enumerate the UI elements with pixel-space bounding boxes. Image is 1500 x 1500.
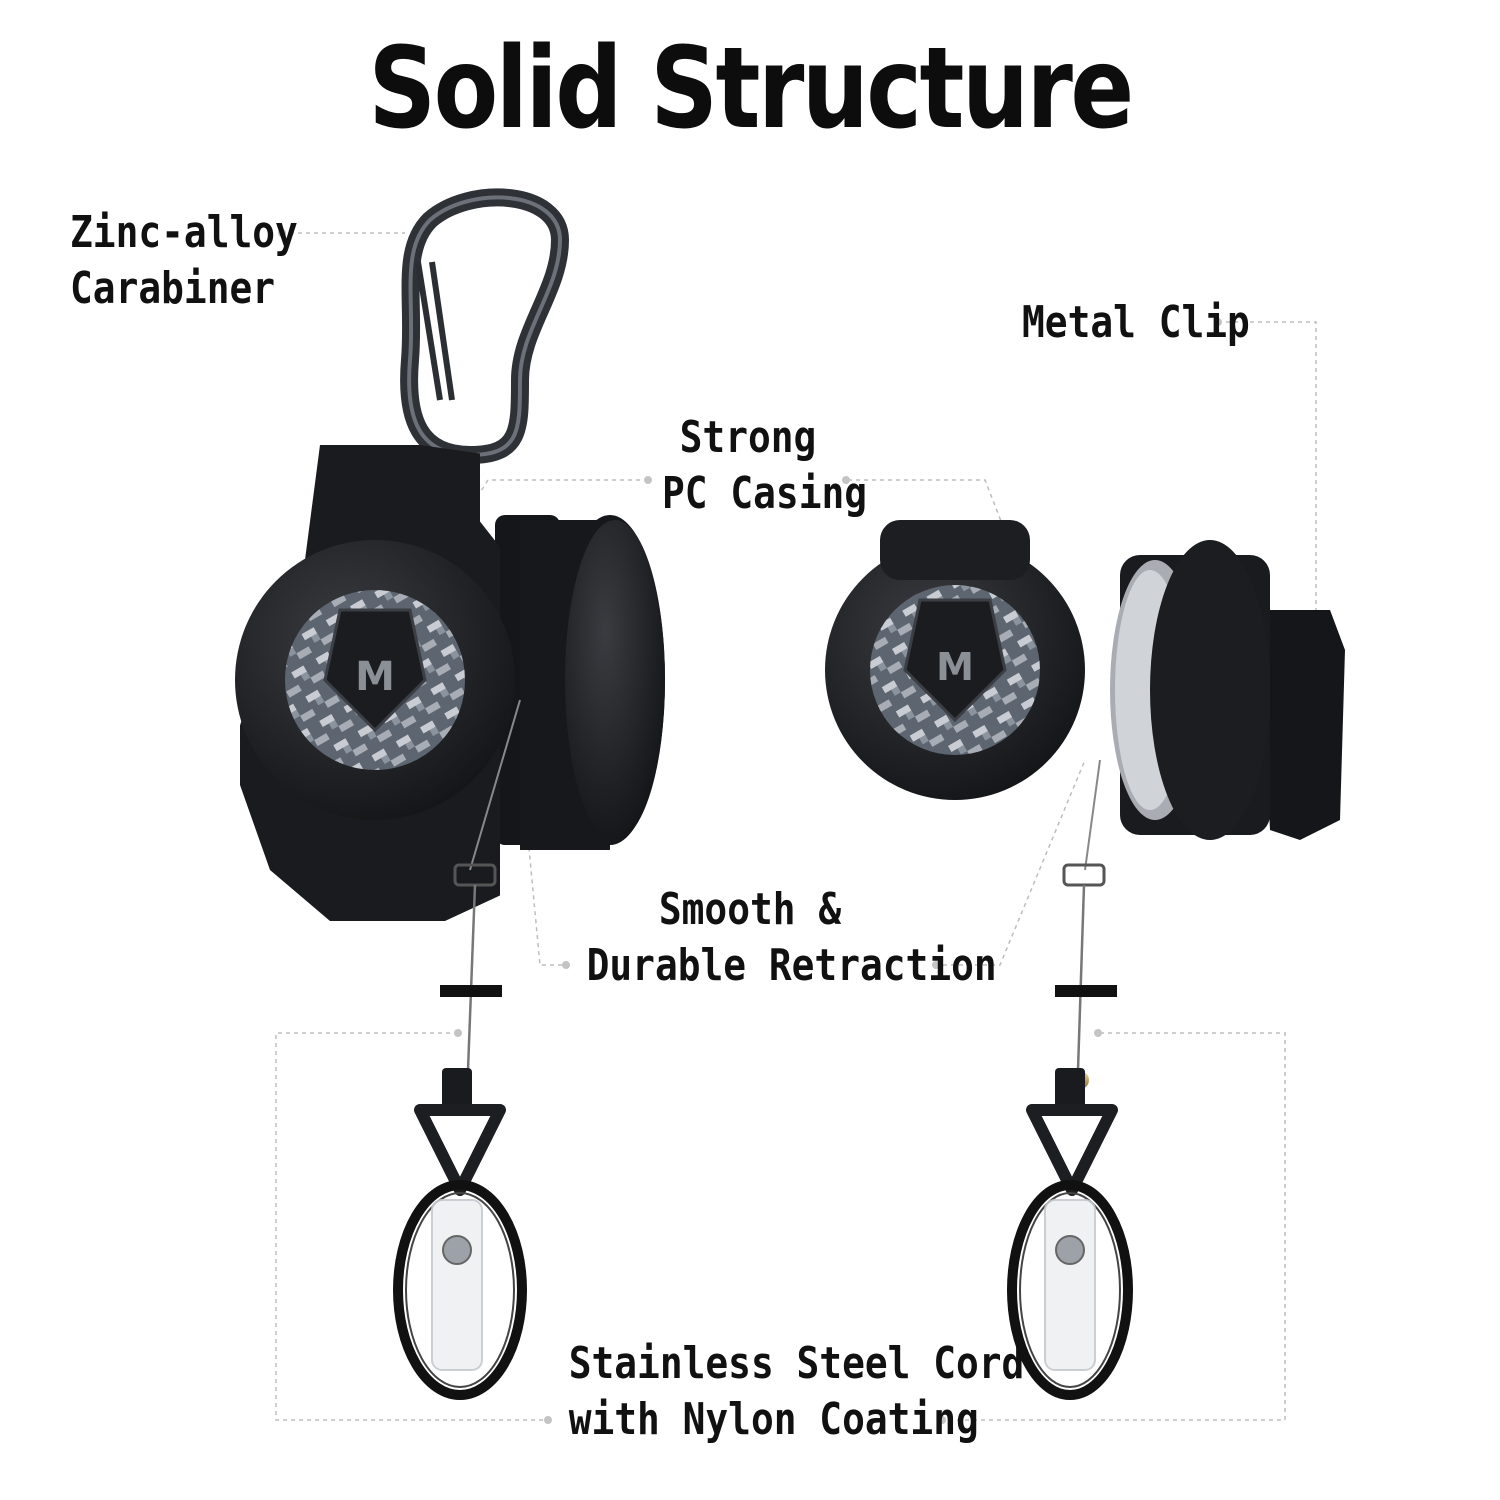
badge-reel-left: M <box>235 445 665 921</box>
label-casing: Strong PC Casing <box>662 410 868 522</box>
leader-metal-clip <box>1218 321 1317 630</box>
carabiner-icon <box>400 188 569 464</box>
label-retraction: Smooth & Durable Retraction <box>586 882 997 994</box>
badge-clip-icon <box>1260 610 1345 840</box>
key-ring-icon <box>393 1180 527 1400</box>
label-line: with Nylon Coating <box>568 1394 979 1445</box>
leader-cord-left <box>275 1032 545 1421</box>
badge-reel-right: M <box>825 520 1345 871</box>
label-line: Zinc-alloy <box>70 207 298 258</box>
label-line: Smooth & <box>658 884 842 935</box>
svg-text:M: M <box>936 645 974 689</box>
label-line: Carabiner <box>70 263 276 314</box>
key-ring-icon <box>1007 1180 1133 1400</box>
label-line: PC Casing <box>662 468 868 519</box>
label-line: Metal Clip <box>1022 297 1250 348</box>
leader-dots <box>278 229 1222 1424</box>
cord-assembly-left <box>393 863 527 1400</box>
label-line: Stainless Steel Cord <box>568 1338 1025 1389</box>
label-carabiner: Zinc-alloy Carabiner <box>70 205 298 317</box>
cord-assembly-right <box>1007 863 1133 1400</box>
label-line: Durable Retraction <box>586 940 997 991</box>
leader-cord-right <box>942 1032 1286 1421</box>
svg-text:M: M <box>355 654 395 700</box>
label-line: Strong <box>679 412 817 463</box>
label-metal-clip: Metal Clip <box>1022 295 1250 351</box>
label-cord: Stainless Steel Cord with Nylon Coating <box>568 1336 1025 1448</box>
leader-retraction-left <box>514 699 570 966</box>
leader-casing-right <box>848 479 1023 576</box>
leader-retraction-right <box>935 759 1086 966</box>
page-title: Solid Structure <box>368 24 1134 154</box>
